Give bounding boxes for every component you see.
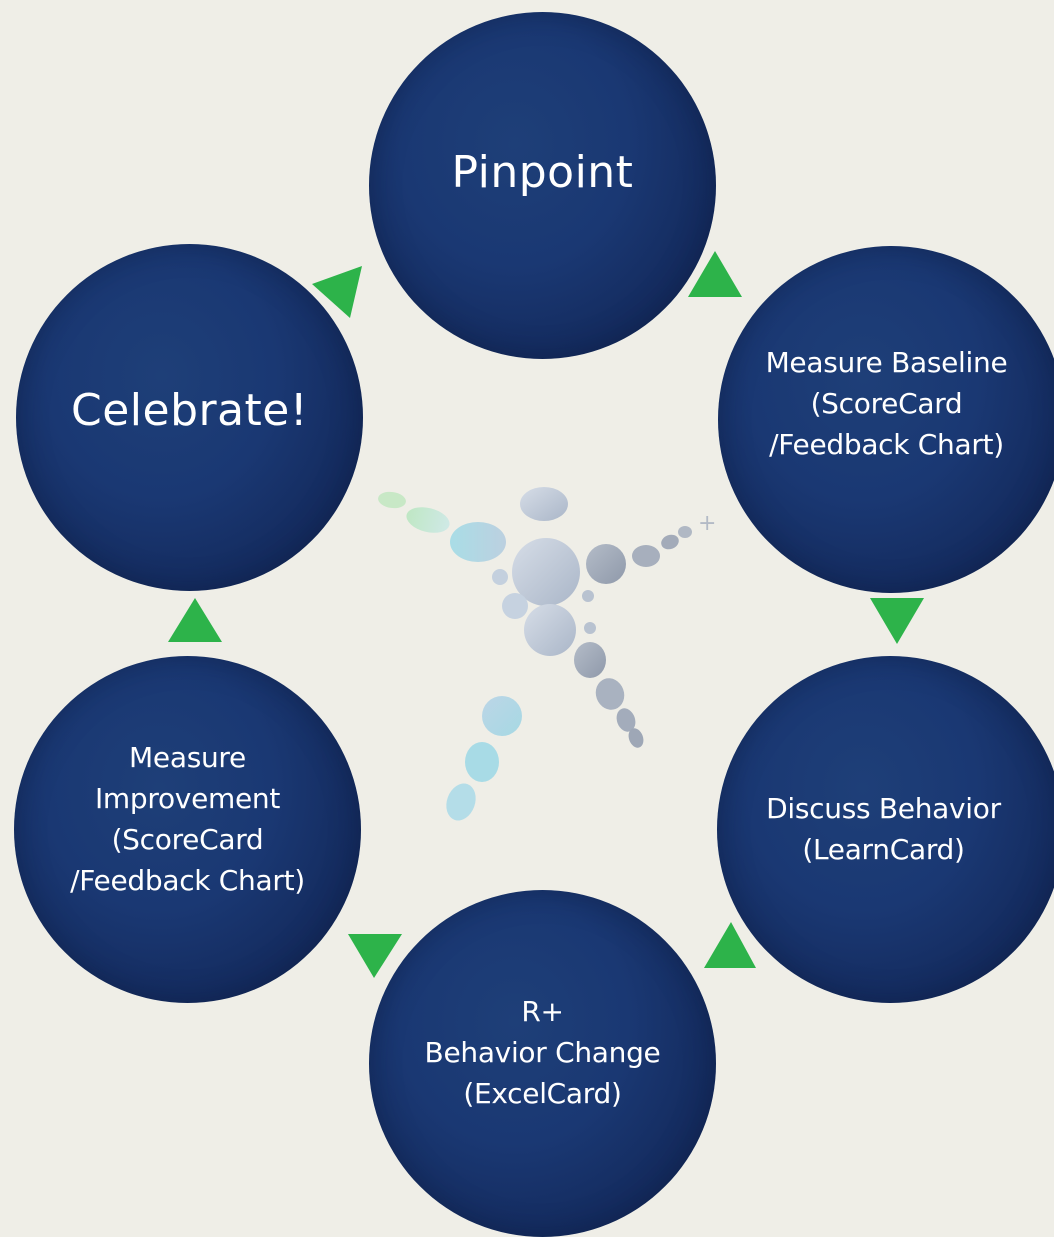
step-pinpoint: Pinpoint [369,12,716,359]
arrow-improve-to-celebrate-icon [168,598,222,642]
step-behavior-change-label: R+ Behavior Change (ExcelCard) [424,995,661,1110]
step-measure-improvement-label: Measure Improvement (ScoreCard /Feedback… [70,740,305,897]
arrow-baseline-to-discuss-icon [870,598,924,644]
arrow-discuss-to-change-icon [704,922,756,968]
step-measure-improvement: Measure Improvement (ScoreCard /Feedback… [14,656,361,1003]
step-celebrate-label: Celebrate! [70,385,309,436]
step-celebrate: Celebrate! [16,244,363,591]
step-pinpoint-label: Pinpoint [451,147,634,198]
arrow-change-to-improve-icon [348,934,402,978]
step-behavior-change: R+ Behavior Change (ExcelCard) [369,890,716,1237]
step-discuss-behavior: Discuss Behavior (LearnCard) [717,656,1054,1003]
step-measure-baseline-label: Measure Baseline (ScoreCard /Feedback Ch… [765,346,1008,461]
dotted-person-figure-icon: + [378,487,716,821]
svg-text:+: + [698,511,716,536]
step-discuss-behavior-label: Discuss Behavior (LearnCard) [766,791,1001,866]
arrow-pinpoint-to-baseline-icon [688,251,742,297]
arrow-celebrate-to-pinpoint-icon [312,266,362,318]
step-measure-baseline: Measure Baseline (ScoreCard /Feedback Ch… [718,246,1054,593]
